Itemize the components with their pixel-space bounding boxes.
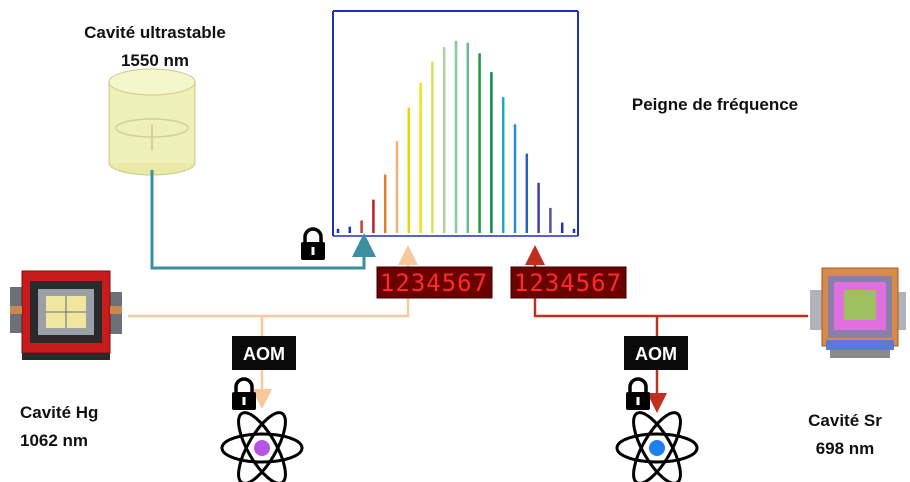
lock-icon [626,377,650,410]
cavity-ultrastable-wavelength: 1550 nm [120,51,190,70]
aom-left-label: AOM [243,344,285,364]
cavity-hg-name: Cavité Hg [20,403,99,422]
cavity-hg-wavelength: 1062 nm [20,431,89,450]
comb-label: Peigne de fréquence [631,95,799,114]
counter-right-digits: 1234567 [514,269,622,297]
cavity-sr-wavelength: 698 nm [815,439,875,458]
counter-left: 1234567 [376,266,493,299]
cavity-ultrastable-name: Cavité ultrastable [84,23,226,42]
hg-beam [128,245,418,409]
lock-icon [232,377,256,410]
frequency-comb [332,10,579,237]
cavity-sr-label: Cavité Sr 698 nm [775,410,910,460]
counter-right: 1234567 [510,266,627,299]
comb-lines [336,40,576,233]
cavity-hg-label: Cavité Hg 1062 nm [4,402,144,452]
cavity-ultrastable-label: Cavité ultrastable 1550 nm [40,22,270,72]
aom-right: AOM [624,336,688,370]
hg-atom-icon [220,411,304,482]
lock-icon [301,227,325,260]
ultrastable-cavity-icon [108,68,196,176]
sr-cavity-icon [810,267,906,358]
hg-cavity-icon [10,270,122,360]
ultrastable-beam [150,170,376,270]
aom-left: AOM [232,336,296,370]
sr-atom-icon [615,411,699,482]
cavity-sr-name: Cavité Sr [808,411,882,430]
aom-right-label: AOM [635,344,677,364]
counter-left-digits: 1234567 [380,269,488,297]
